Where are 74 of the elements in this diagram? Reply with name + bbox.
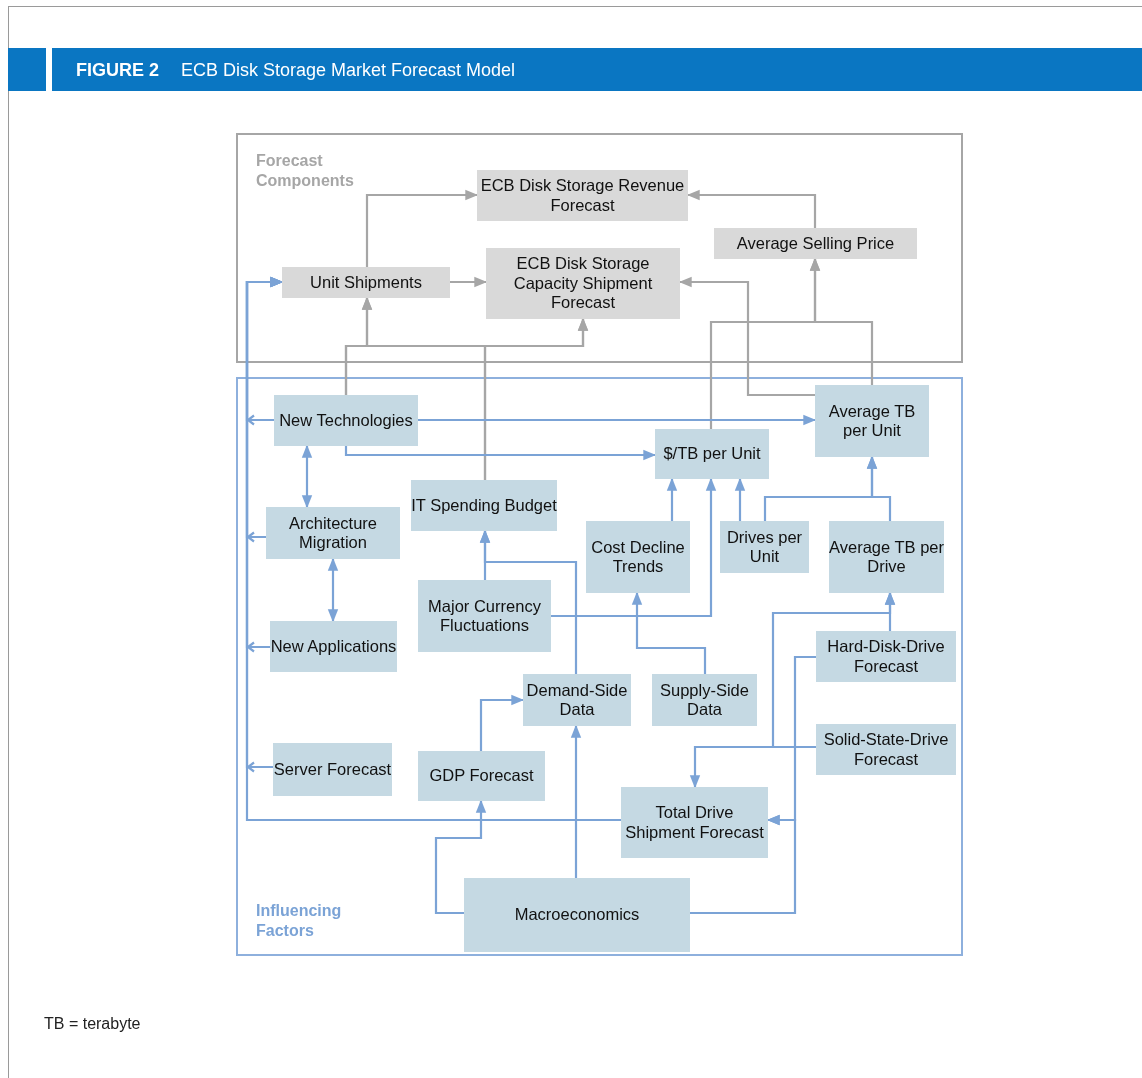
box-label: $/TB per Unit [663, 444, 761, 464]
box-label: Supply-Side Data [659, 680, 750, 720]
arrow [479, 694, 525, 751]
process-box [586, 521, 690, 593]
arrow [570, 724, 582, 878]
process-box [815, 385, 929, 457]
process-box [621, 787, 768, 858]
box-label: Average TB per Drive [829, 537, 944, 577]
box-label: Total Drive Shipment Forecast [624, 803, 765, 842]
figure-title: ECB Disk Storage Market Forecast Model [181, 60, 516, 81]
arrow [301, 444, 313, 509]
arrow [690, 814, 797, 915]
process-box [652, 674, 757, 726]
process-box [282, 267, 450, 298]
box-label: Average Selling Price [736, 233, 895, 254]
process-box [816, 631, 956, 682]
process-box [486, 248, 680, 319]
process-box [714, 228, 917, 259]
box-label: Cost Decline Trends [590, 537, 686, 577]
box-label: GDP Forecast [429, 766, 534, 786]
box-label: Hard-Disk-Drive Forecast [826, 637, 946, 676]
box-label: New Applications [270, 636, 397, 657]
box-label: Macroeconomics [514, 905, 640, 925]
arrow [686, 189, 817, 228]
box-label: Major Currency Fluctuations [427, 596, 542, 636]
process-box [273, 743, 392, 796]
group-frame [236, 377, 963, 956]
box-label: Solid-State-Drive Forecast [822, 730, 950, 769]
box-label: ECB Disk Storage Revenue Forecast [479, 176, 686, 215]
arrow [418, 414, 817, 426]
process-box [816, 724, 956, 775]
process-box [274, 395, 418, 446]
footnote: TB = terabyte [44, 1015, 141, 1033]
process-box [266, 507, 400, 559]
arrow [771, 591, 896, 749]
arrow [245, 276, 621, 822]
group-heading: Influencing Factors [256, 901, 343, 941]
arrow [551, 477, 717, 618]
arrow [327, 557, 339, 623]
box-label: New Technologies [279, 410, 413, 431]
group-frame [236, 133, 963, 363]
arrow [866, 455, 892, 521]
arrow [434, 799, 487, 915]
group-heading: Forecast Components [256, 151, 355, 191]
process-box [418, 751, 545, 801]
box-label: Architecture Migration [287, 513, 378, 553]
arrow [734, 477, 746, 521]
process-box [655, 429, 769, 479]
process-box [411, 480, 557, 531]
arrow [479, 529, 491, 580]
arrow [365, 189, 479, 267]
arrow [809, 257, 874, 385]
arrow [483, 317, 589, 480]
box-label: Unit Shipments [310, 272, 422, 293]
process-box [270, 621, 397, 672]
arrow [678, 276, 815, 397]
box-label: ECB Disk Storage Capacity Shipment Forecast [512, 254, 654, 313]
box-label: Server Forecast [273, 759, 392, 780]
arrow [689, 745, 816, 789]
box-label: Demand-Side Data [525, 680, 629, 720]
box-label: Drives per Unit [725, 527, 804, 567]
process-box [464, 878, 690, 952]
arrow [344, 446, 657, 461]
arrow [450, 276, 488, 288]
process-box [523, 674, 631, 726]
process-box [477, 170, 688, 221]
process-box [829, 521, 944, 593]
process-box [418, 580, 551, 652]
box-label: Average TB per Unit [827, 401, 917, 441]
box-label: IT Spending Budget [411, 495, 557, 516]
figure-number: FIGURE 2 [76, 60, 159, 81]
arrow [666, 477, 678, 521]
process-box [720, 521, 809, 573]
arrow [631, 591, 707, 674]
